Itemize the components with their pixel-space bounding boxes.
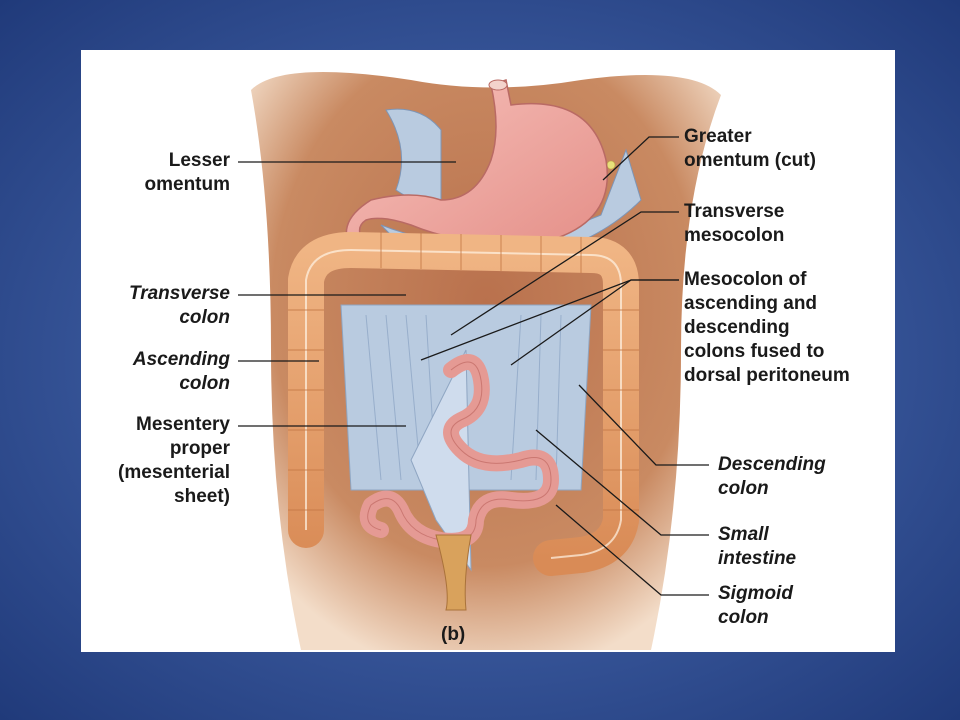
label-small-intestine: Small intestine <box>718 524 797 569</box>
leader-transverse-mesocolon <box>450 211 679 336</box>
label-lesser-omentum: Lesser omentum <box>144 150 231 195</box>
label-mesentery-proper: Mesentery proper (mesenterial sheet) <box>118 414 230 507</box>
label-mesocolon-fused: Mesocolon of ascending and descending co… <box>684 269 850 386</box>
leader-descending-colon <box>578 384 709 466</box>
label-ascending-colon: Ascending colon <box>132 349 230 394</box>
figure-panel: Lesser omentum Transverse colon Ascendin… <box>81 50 895 652</box>
rectum <box>435 534 472 611</box>
label-sigmoid-colon: Sigmoid colon <box>718 583 793 628</box>
leader-mesocolon-fused-b <box>510 279 679 366</box>
leader-sigmoid-colon <box>555 504 709 596</box>
label-descending-colon: Descending colon <box>718 454 826 499</box>
mesentery-fan <box>410 349 472 572</box>
label-transverse-colon: Transverse colon <box>128 283 230 328</box>
stomach <box>345 79 608 256</box>
figure-label: (b) <box>441 624 466 645</box>
label-transverse-mesocolon: Transverse mesocolon <box>684 201 785 246</box>
leader-small-intestine <box>535 429 709 536</box>
label-greater-omentum: Greater omentum (cut) <box>684 126 816 171</box>
abdomen-illustration <box>238 72 721 650</box>
leader-greater-omentum <box>602 136 679 181</box>
